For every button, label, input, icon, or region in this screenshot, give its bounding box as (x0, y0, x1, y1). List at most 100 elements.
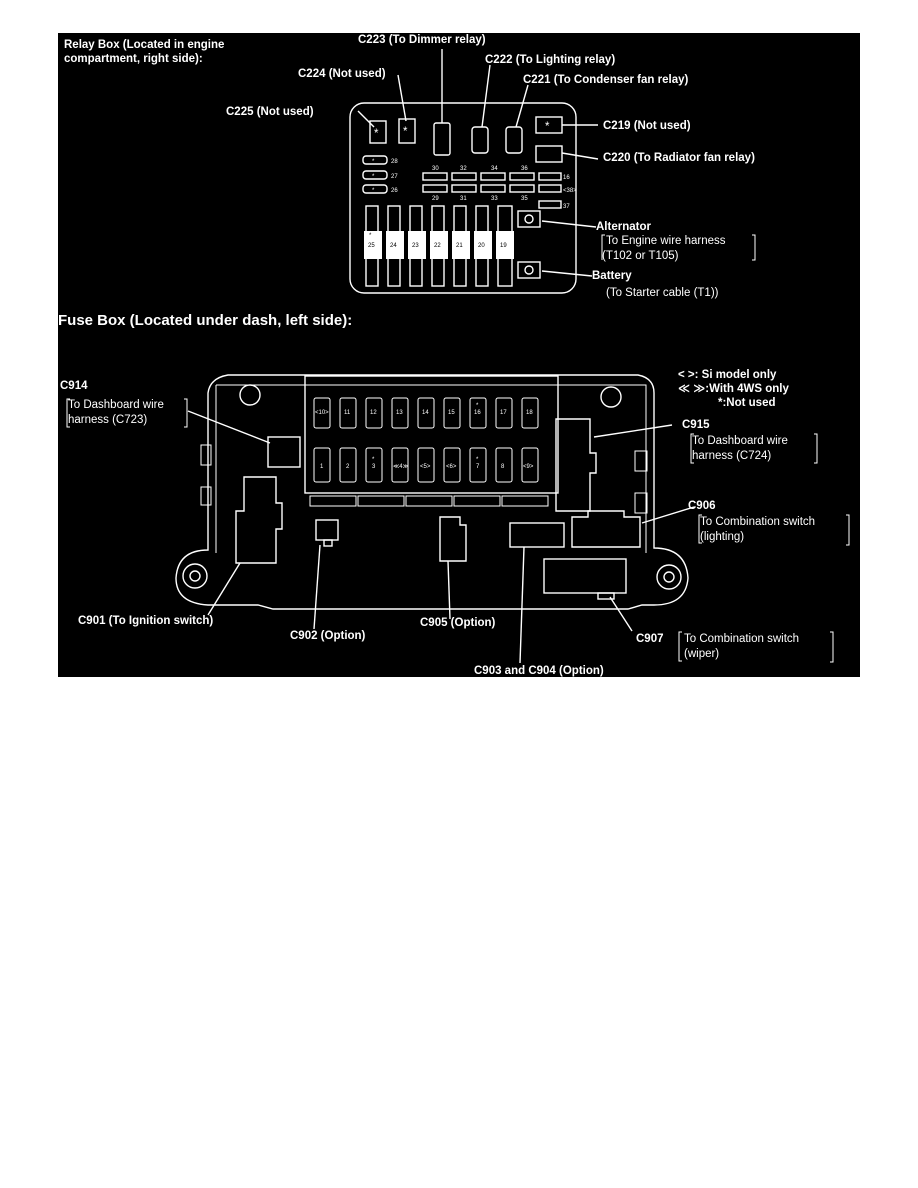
fuse-numbers-top: <10> 11 12 13 14 15 16 17 18 * (315, 403, 533, 416)
c906-connector (571, 510, 641, 548)
svg-text:(To Starter cable (T1)): (To Starter cable (T1)) (606, 287, 719, 299)
svg-text:C221 (To Condenser fan relay): C221 (To Condenser fan relay) (523, 74, 688, 86)
svg-text:26: 26 (391, 188, 398, 194)
svg-text:23: 23 (412, 243, 419, 249)
relay-leader-lines (357, 49, 599, 277)
c221-label: C221 (To Condenser fan relay) (523, 74, 688, 86)
svg-text:<38>: <38> (563, 188, 577, 194)
svg-text:To Dashboard wire: To Dashboard wire (68, 399, 164, 411)
relay-box-outline (349, 102, 577, 294)
svg-text:*: * (476, 457, 479, 463)
svg-text:34: 34 (491, 166, 498, 172)
svg-text:13: 13 (396, 410, 403, 416)
c914-label: C914 To Dashboard wire harness (C723) (60, 380, 188, 428)
svg-text:*: * (372, 159, 375, 165)
c224-connector (398, 118, 416, 144)
svg-text:Battery: Battery (592, 270, 632, 282)
svg-text:(wiper): (wiper) (684, 648, 719, 660)
svg-text:29: 29 (432, 196, 439, 202)
svg-text:7: 7 (476, 464, 480, 470)
c225-label: C225 (Not used) (226, 106, 314, 118)
svg-text:*:Not used: *:Not used (718, 397, 776, 409)
svg-text:*: * (372, 188, 375, 194)
c915-connector (555, 418, 597, 512)
mounting-hole-tl (239, 384, 261, 406)
svg-text:27: 27 (391, 174, 398, 180)
svg-text:19: 19 (500, 243, 507, 249)
battery-terminal (517, 261, 541, 279)
c223-connector (433, 122, 451, 156)
svg-text:C219 (Not used): C219 (Not used) (603, 120, 691, 132)
c905-label: C905 (Option) (420, 617, 496, 629)
svg-text:37: 37 (563, 204, 570, 210)
diagram-svg: Relay Box (Located in engine compartment… (58, 34, 850, 677)
c907-connector (543, 558, 627, 600)
svg-text:33: 33 (491, 196, 498, 202)
fuse-leader-lines (187, 410, 695, 664)
svg-text:C906: C906 (688, 500, 716, 512)
relay-box-title-2: compartment, right side): (64, 53, 203, 65)
c225-connector (369, 120, 387, 144)
fuse-numbers-bottom: 1 2 3 ≪4≫ <5> <6> 7 8 <9> * * (320, 457, 534, 470)
svg-text:20: 20 (478, 243, 485, 249)
relay-box-title-1: Relay Box (Located in engine (64, 39, 224, 51)
side-clips (200, 444, 648, 514)
c914-connector (267, 436, 301, 468)
svg-text:harness (C724): harness (C724) (692, 450, 771, 462)
c220-connector (535, 145, 563, 163)
svg-text:C915: C915 (682, 419, 710, 431)
svg-text:To Dashboard wire: To Dashboard wire (692, 435, 788, 447)
c902-label: C902 (Option) (290, 630, 366, 642)
svg-text:8: 8 (501, 464, 505, 470)
svg-text:2: 2 (346, 464, 350, 470)
svg-text:(T102 or T105): (T102 or T105) (602, 250, 679, 262)
svg-text:<6>: <6> (446, 464, 457, 470)
svg-text:12: 12 (370, 410, 377, 416)
c222-label: C222 (To Lighting relay) (485, 54, 615, 66)
c219-label: C219 (Not used) (603, 120, 691, 132)
svg-text:35: 35 (521, 196, 528, 202)
svg-text:3: 3 (372, 464, 376, 470)
svg-text:harness (C723): harness (C723) (68, 414, 147, 426)
svg-text:24: 24 (390, 243, 397, 249)
svg-text:Alternator: Alternator (596, 221, 651, 233)
c223-label: C223 (To Dimmer relay) (358, 34, 486, 46)
c222-connector (471, 126, 489, 154)
mounting-hole-bl (182, 563, 208, 589)
svg-text:21: 21 (456, 243, 463, 249)
svg-text:C223 (To Dimmer relay): C223 (To Dimmer relay) (358, 34, 486, 46)
svg-text:C907: C907 (636, 633, 664, 645)
svg-text:28: 28 (391, 159, 398, 165)
svg-text:36: 36 (521, 166, 528, 172)
svg-text:*: * (372, 174, 375, 180)
svg-text:<9>: <9> (523, 464, 534, 470)
svg-text:*: * (372, 457, 375, 463)
svg-text:≪ ≫:With 4WS only: ≪ ≫:With 4WS only (678, 383, 789, 395)
svg-text:≪4≫: ≪4≫ (393, 464, 409, 470)
c901-label: C901 (To Ignition switch) (78, 615, 213, 627)
svg-text:16: 16 (474, 410, 481, 416)
svg-text:*: * (403, 126, 408, 138)
svg-text:16: 16 (563, 175, 570, 181)
svg-text:C222 (To Lighting relay): C222 (To Lighting relay) (485, 54, 615, 66)
alternator-label: Alternator To Engine wire harness (T102 … (596, 221, 756, 262)
c902-connector (315, 519, 339, 547)
c906-label: C906 To Combination switch (lighting) (688, 500, 850, 546)
svg-text:C224 (Not used): C224 (Not used) (298, 68, 386, 80)
svg-text:C225 (Not used): C225 (Not used) (226, 106, 314, 118)
svg-text:C914: C914 (60, 380, 88, 392)
c901-connector (235, 476, 283, 564)
svg-text:*: * (545, 121, 550, 133)
svg-text:18: 18 (526, 410, 533, 416)
c915-label: C915 To Dashboard wire harness (C724) (682, 419, 818, 464)
alternator-terminal (517, 210, 541, 228)
svg-text:To Combination switch: To Combination switch (700, 516, 815, 528)
relay-small-fuses-grid: 30 32 34 36 16 <38> 29 31 33 35 37 (422, 166, 577, 210)
fuse-box-outline (175, 374, 689, 610)
svg-text:*: * (369, 233, 372, 239)
svg-text:To Engine wire harness: To Engine wire harness (606, 235, 726, 247)
legend: < >: Si model only ≪ ≫:With 4WS only *:N… (678, 369, 789, 409)
c905-connector (439, 516, 467, 562)
c221-connector (505, 126, 523, 154)
svg-text:< >: Si model only: < >: Si model only (678, 369, 777, 381)
